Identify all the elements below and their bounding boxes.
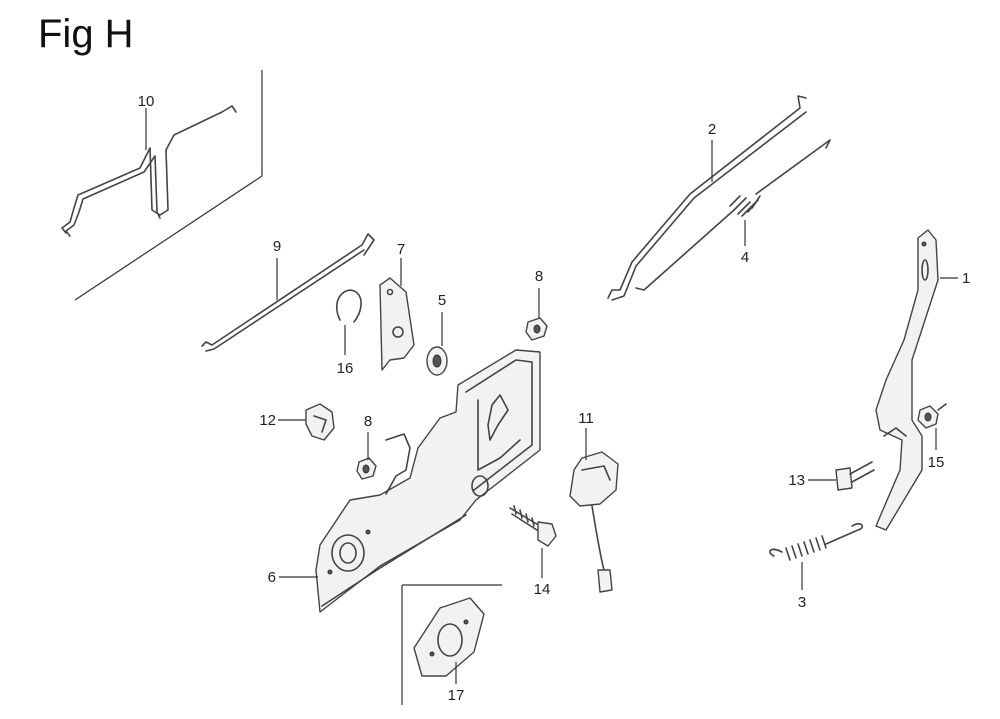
figure-title: Fig H [38,12,134,56]
part-12-clip [305,403,335,441]
part-11-switch [569,451,619,593]
callout-2: 2 [708,121,716,138]
part-6-bracket [315,349,541,613]
callout-9: 9 [273,238,281,255]
part-13-bolt [835,461,875,491]
part-9-rod [201,233,375,352]
section-divider-top-left [74,70,263,301]
part-10-rod [61,105,237,237]
part-2-rod [607,95,807,301]
callout-15: 15 [928,454,945,471]
callout-17: 17 [448,687,465,704]
part-17-gasket [413,597,485,677]
part-4-rod-spring [635,139,831,291]
callout-14: 14 [534,581,551,598]
callout-7: 7 [397,241,405,258]
part-5-washer [426,346,448,376]
part-8-nut-upper [525,317,548,341]
part-1-control-arm [875,229,939,531]
part-7-plate [379,277,415,371]
callout-5: 5 [438,292,446,309]
section-divider-bottom [401,584,502,705]
callout-11: 11 [578,410,594,427]
callout-8-lower: 8 [364,413,372,430]
part-14-bolt [471,475,557,547]
part-16-clip [335,289,362,323]
part-8-nut-lower [356,457,377,480]
callout-1: 1 [962,270,970,287]
callout-12: 12 [259,412,276,429]
callout-8-upper: 8 [535,268,543,285]
callout-16: 16 [337,360,354,377]
callout-4: 4 [741,249,749,266]
callout-6: 6 [268,569,276,586]
part-15-nut [917,403,947,429]
callout-10: 10 [138,93,155,110]
callout-3: 3 [798,594,806,611]
part-3-spring [769,523,864,561]
callout-13: 13 [788,472,805,489]
